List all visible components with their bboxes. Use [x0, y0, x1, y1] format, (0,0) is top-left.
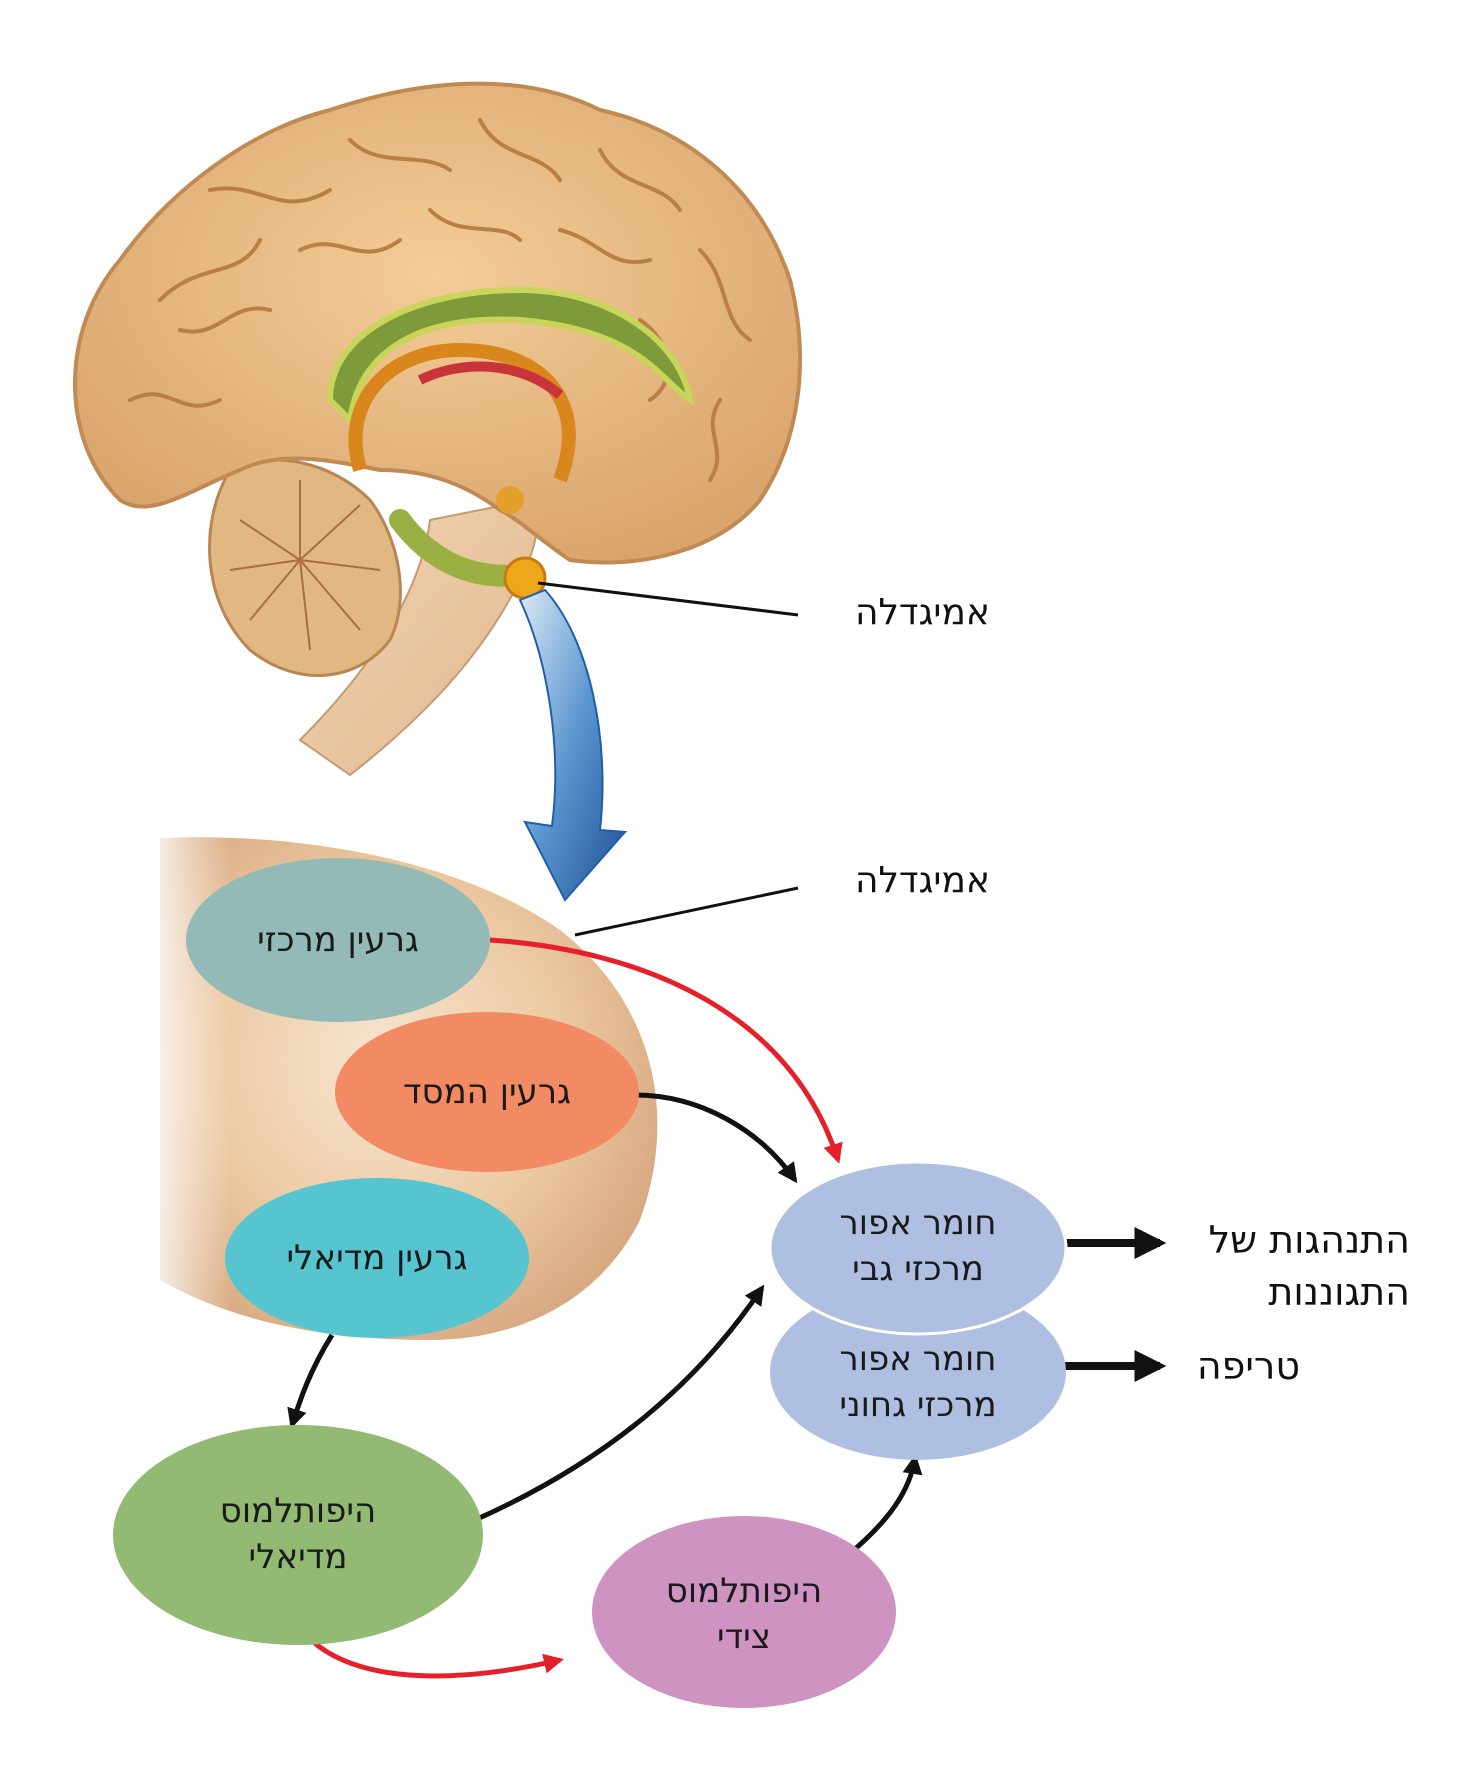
arrow-basal-to-dorsal-pag	[634, 1092, 798, 1184]
hippocampus	[389, 509, 531, 587]
cerebellum-folia	[229, 480, 381, 651]
ventral-pag-line1: חומר אפור	[839, 1339, 997, 1379]
basal-nucleus-label: גרעין המסד	[402, 1072, 572, 1112]
ventral-pag-line2: מרכזי גחוני	[839, 1385, 997, 1425]
medial-hypothalamus-line1: היפותלמוס	[219, 1491, 377, 1531]
central-nucleus-label: גרעין מרכזי	[257, 920, 419, 960]
medial-nucleus-label: גרעין מדיאלי	[286, 1238, 468, 1278]
dorsal-pag-label: חומר אפור מרכזי גבי	[790, 1200, 1046, 1292]
cortex-gyri	[128, 118, 752, 482]
cerebellum	[208, 458, 402, 677]
arrow-central-to-dorsal-pag	[489, 937, 843, 1164]
medial-hypothalamus-line2: מדיאלי	[248, 1537, 348, 1577]
amygdala-pointer-line	[537, 581, 799, 617]
node-central-nucleus	[186, 858, 490, 1022]
mammillary-body	[496, 486, 524, 514]
node-dorsal-pag	[768, 1160, 1068, 1336]
curved-down-arrow-icon	[518, 588, 628, 902]
corpus-callosum	[326, 286, 695, 427]
dorsal-pag-line2: מרכזי גבי	[852, 1249, 984, 1289]
amygdala-brain-label: אמיגדלה	[854, 592, 990, 633]
node-basal-nucleus	[335, 1012, 639, 1172]
amygdala-region-label: אמיגדלה	[854, 860, 990, 901]
lateral-hypothalamus-line2: צידי	[717, 1617, 771, 1657]
defensive-behavior-label: התנהגות של התגוננות	[1170, 1214, 1410, 1318]
defensive-line1: התנהגות של	[1208, 1218, 1410, 1262]
defensive-line2: התגוננות	[1268, 1270, 1410, 1314]
medial-hypothalamus-label: היפותלמוס מדיאלי	[148, 1488, 448, 1580]
arrow-lateral-hypothalamus-to-ventral-pag	[846, 1454, 923, 1557]
node-ventral-pag	[770, 1284, 1066, 1460]
node-medial-nucleus	[225, 1178, 529, 1338]
brain-illustration	[73, 81, 802, 777]
ventral-pag-label: חומר אפור מרכזי גחוני	[790, 1336, 1046, 1428]
dorsal-pag-line1: חומר אפור	[839, 1203, 997, 1243]
arrow-medial-hypothalamus-to-dorsal-pag	[473, 1284, 765, 1523]
lateral-hypothalamus-label: היפותלמוס צידי	[604, 1568, 884, 1660]
amygdala-region-pointer-line	[574, 886, 799, 937]
thalamus-stria	[417, 361, 564, 399]
node-medial-hypothalamus	[113, 1425, 483, 1645]
predation-label: טריפה	[1196, 1344, 1300, 1388]
fornix	[348, 342, 576, 483]
node-lateral-hypothalamus	[592, 1516, 896, 1708]
lateral-hypothalamus-line1: היפותלמוס	[665, 1571, 823, 1611]
arrow-medial-nucleus-to-medial-hypothalamus	[287, 1333, 335, 1429]
